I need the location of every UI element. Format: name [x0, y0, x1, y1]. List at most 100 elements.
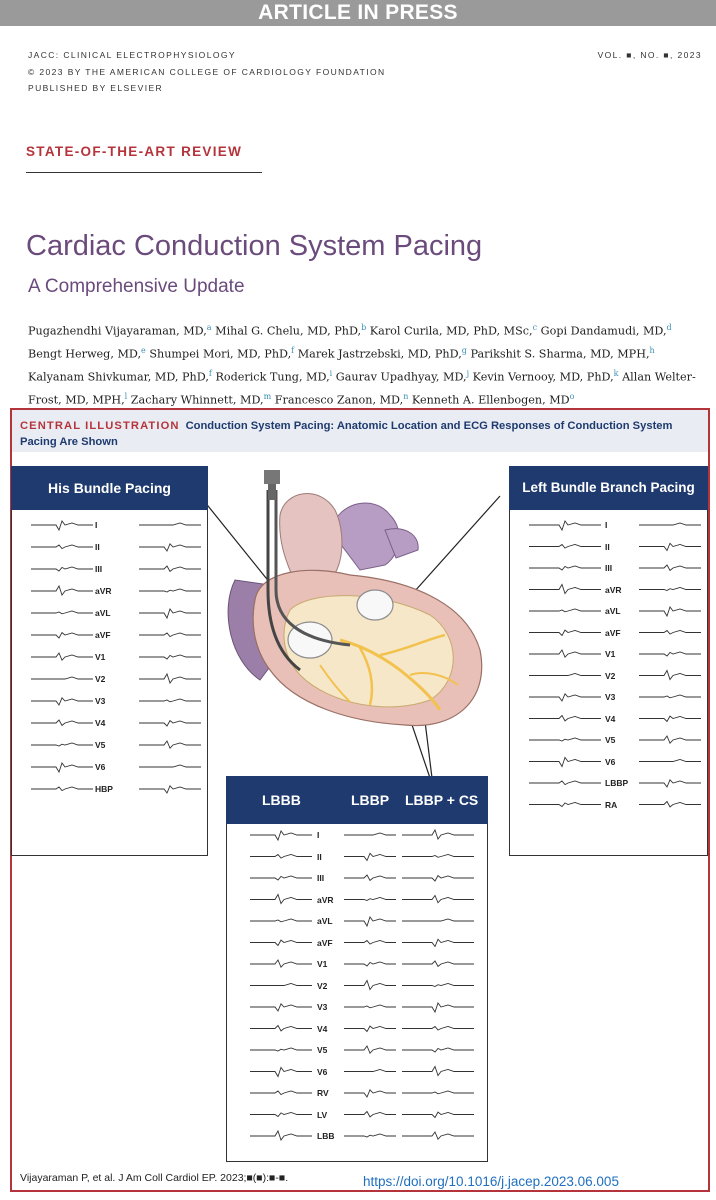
ecg-trace — [139, 588, 201, 593]
publisher-line: PUBLISHED BY ELSEVIER — [28, 83, 164, 93]
ecg-trace — [639, 522, 701, 526]
doi-link[interactable]: https://doi.org/10.1016/j.jacep.2023.06.… — [363, 1174, 619, 1189]
lead-label: I — [317, 830, 320, 840]
ecg-trace — [250, 939, 312, 947]
ecg-trace — [402, 1065, 474, 1077]
ecg-trace — [344, 979, 396, 991]
lead-label: III — [605, 563, 613, 573]
ecg-trace — [250, 830, 312, 842]
ecg-trace — [402, 918, 474, 922]
ecg-trace — [31, 762, 93, 774]
ecg-trace — [31, 652, 93, 662]
ecg-trace — [31, 719, 93, 727]
ecg-trace — [402, 874, 474, 882]
lead-label: I — [605, 520, 608, 530]
central-illustration-label: CENTRAL ILLUSTRATION — [20, 420, 180, 432]
ecg-trace — [344, 832, 396, 836]
author-name: Roderick Tung, MD, — [215, 370, 330, 384]
lbbp-cs-column-title: LBBP + CS — [405, 792, 479, 808]
lead-label: V5 — [95, 740, 106, 750]
volume-info: VOL. ■, NO. ■, 2023 — [597, 50, 702, 60]
lead-label: aVF — [317, 937, 333, 948]
lead-label: aVL — [605, 606, 621, 616]
ecg-trace — [639, 694, 701, 699]
author-name: Kenneth A. Ellenbogen, MD — [411, 393, 570, 407]
ecg-trace — [31, 610, 93, 615]
ecg-trace — [529, 629, 601, 637]
affiliation-marker: i — [329, 368, 333, 378]
lead-label: I — [95, 520, 98, 530]
ecg-trace — [639, 629, 701, 635]
ecg-trace — [31, 631, 93, 639]
affiliation-marker: g — [461, 345, 467, 355]
lead-label: III — [95, 564, 103, 574]
ecg-trace — [139, 740, 201, 750]
ecg-trace — [250, 1066, 312, 1078]
lead-label: LV — [317, 1109, 328, 1120]
his-bundle-panel — [11, 466, 208, 856]
ecg-trace — [402, 1025, 474, 1031]
author-name: Pugazhendhi Vijayaraman, MD, — [28, 324, 207, 338]
author-name: Mihal G. Chelu, MD, PhD, — [215, 324, 362, 338]
ecg-trace — [344, 961, 396, 967]
citation-line: Vijayaraman P, et al. J Am Coll Cardiol … — [20, 1172, 289, 1184]
ecg-trace — [639, 800, 701, 808]
ecg-trace — [139, 764, 201, 768]
ecg-trace — [139, 522, 201, 526]
ecg-trace — [344, 916, 396, 928]
ecg-trace — [139, 672, 201, 684]
affiliation-marker: m — [263, 391, 272, 401]
ecg-trace — [250, 1129, 312, 1141]
lead-label: V6 — [95, 762, 106, 772]
author-name: Bengt Herweg, MD, — [28, 347, 142, 361]
lead-label: V3 — [95, 696, 106, 706]
affiliation-marker: j — [466, 368, 470, 378]
lead-label: LBBP — [605, 778, 629, 788]
section-label: STATE-OF-THE-ART REVIEW — [26, 144, 243, 159]
ecg-trace — [139, 654, 201, 660]
ecg-trace — [250, 1002, 312, 1012]
ecg-trace — [31, 742, 93, 747]
ecg-trace — [639, 715, 701, 723]
lead-label: aVF — [605, 627, 621, 638]
ecg-trace — [529, 756, 601, 768]
lead-label: II — [317, 851, 322, 862]
author-name: Francesco Zanon, MD, — [274, 393, 404, 407]
lead-label: aVL — [95, 608, 111, 618]
author-name: Marek Jastrzebski, MD, PhD, — [297, 347, 462, 361]
ecg-trace — [639, 669, 701, 681]
section-divider — [26, 172, 262, 173]
article-in-press-banner: ARTICLE IN PRESS — [0, 0, 716, 26]
affiliation-marker: f — [291, 345, 295, 355]
ecg-trace — [402, 1111, 474, 1119]
lbbp-panel — [509, 466, 708, 856]
ecg-trace — [529, 543, 601, 549]
author-name: Gaurav Upadhyay, MD, — [335, 370, 467, 384]
ecg-trace — [31, 676, 93, 680]
ecg-trace — [344, 1004, 396, 1009]
lead-label: HBP — [95, 784, 113, 794]
ecg-trace — [344, 1110, 396, 1118]
affiliation-marker: h — [649, 345, 655, 355]
ecg-trace — [139, 784, 201, 794]
lbbb-comparison-header — [226, 776, 488, 824]
ecg-trace — [402, 854, 474, 858]
ecg-trace — [31, 786, 93, 792]
ecg-trace — [344, 852, 396, 862]
lead-label: aVR — [605, 584, 622, 595]
ecg-trace — [529, 737, 601, 742]
ecg-trace — [31, 584, 93, 596]
affiliation-marker: b — [361, 323, 367, 332]
ecg-trace — [529, 780, 601, 786]
ecg-trace — [139, 632, 201, 638]
article-title: Cardiac Conduction System Pacing — [26, 230, 483, 262]
ecg-trace — [529, 649, 601, 659]
ecg-trace — [639, 778, 701, 788]
lead-label: III — [317, 873, 325, 883]
lead-label: V2 — [95, 674, 106, 684]
affiliation-marker: n — [403, 391, 409, 401]
ecg-trace — [250, 1047, 312, 1052]
affiliation-marker: f — [208, 368, 212, 378]
ecg-trace — [139, 608, 201, 620]
